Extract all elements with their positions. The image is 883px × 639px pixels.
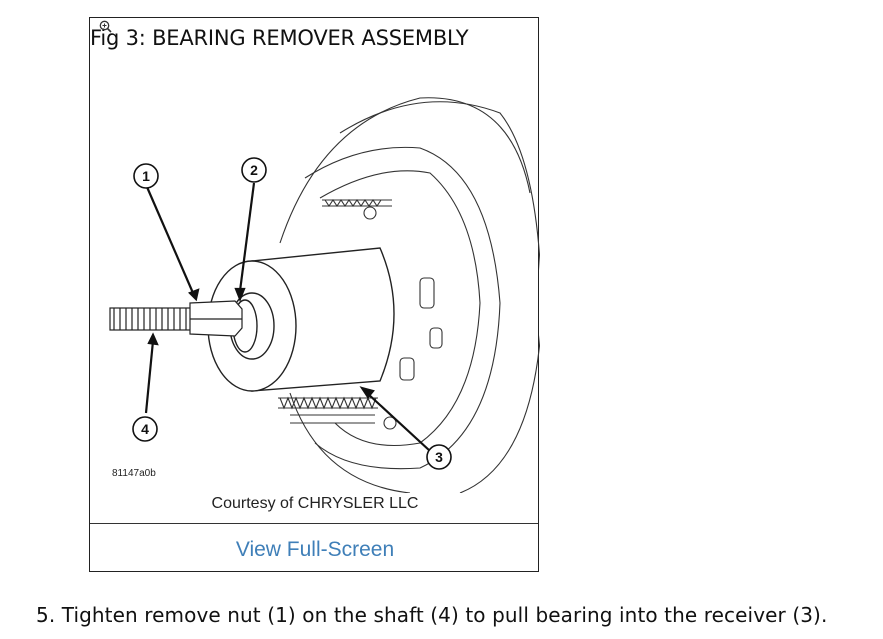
zoom-icon[interactable]: [99, 20, 112, 33]
callout-1: [133, 163, 159, 189]
callout-4: [132, 416, 158, 442]
part-code: 81147a0b: [112, 468, 156, 479]
callout-label-1: 1: [142, 168, 150, 184]
courtesy-caption: Courtesy of CHRYSLER LLC: [211, 495, 419, 512]
divider: [90, 523, 538, 524]
callout-label-3: 3: [435, 449, 443, 465]
figure-card: Fig 3: BEARING REMOVER ASSEMBLY: [89, 17, 540, 572]
bearing-remover-illustration: 1 2 3 4 81147a0b: [109, 97, 540, 493]
callout-2: [241, 157, 267, 183]
step-instruction: 5. Tighten remove nut (1) on the shaft (…: [36, 603, 828, 627]
callout-3: [426, 444, 452, 470]
callout-label-2: 2: [250, 162, 258, 178]
callout-label-4: 4: [141, 421, 149, 437]
figure-title: Fig 3: BEARING REMOVER ASSEMBLY: [90, 26, 469, 50]
view-fullscreen-link[interactable]: View Full-Screen: [235, 538, 395, 561]
